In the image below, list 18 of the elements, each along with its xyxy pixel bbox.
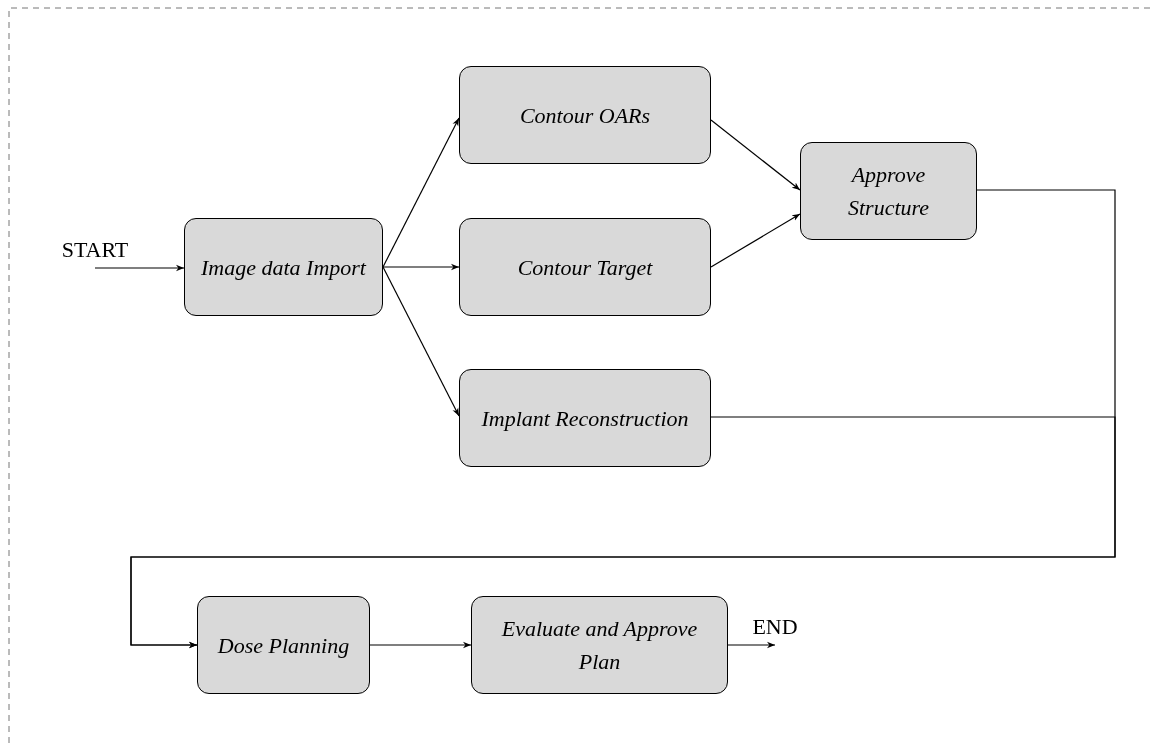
arrow <box>382 266 460 417</box>
process-box: Approve Structure <box>800 142 977 240</box>
process-box: Evaluate and Approve Plan <box>471 596 728 694</box>
arrow <box>710 119 801 191</box>
arrow <box>94 264 185 272</box>
process-box: Dose Planning <box>197 596 370 694</box>
arrow <box>130 416 1116 649</box>
arrow <box>382 117 460 268</box>
process-box: Contour Target <box>459 218 711 316</box>
process-box: Implant Reconstruction <box>459 369 711 467</box>
arrow <box>369 641 472 649</box>
terminal-label: START <box>61 237 129 263</box>
arrow <box>382 263 460 271</box>
arrow <box>727 641 776 649</box>
process-box: Contour OARs <box>459 66 711 164</box>
process-box: Image data Import <box>184 218 383 316</box>
terminal-label: END <box>752 614 798 640</box>
arrow <box>710 213 801 268</box>
